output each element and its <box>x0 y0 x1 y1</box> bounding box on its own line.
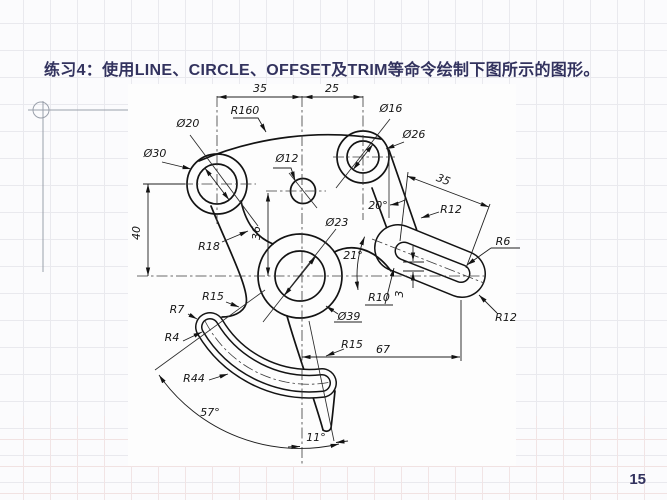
dim-label: 40 <box>130 226 143 240</box>
dim-label: Ø12 <box>275 152 299 165</box>
dim-label: Ø39 <box>337 310 361 323</box>
dim-label: R7 <box>170 303 185 316</box>
dim-label: 57° <box>200 406 220 419</box>
dim-label: R15 <box>202 290 224 303</box>
dim-label: 35 <box>434 171 452 188</box>
dim-label: R160 <box>231 104 260 117</box>
drafting-guide-lines <box>28 101 128 272</box>
dim-label: R12 <box>440 203 462 216</box>
dim-label: 11° <box>306 431 326 444</box>
dim-label: R4 <box>165 331 180 344</box>
dimension-annotations <box>143 94 520 450</box>
dim-label: Ø23 <box>325 216 349 229</box>
slide-title: 练习4：使用LINE、CIRCLE、OFFSET及TRIM等命令绘制下图所示的图… <box>44 62 600 79</box>
dim-label: Ø20 <box>176 117 200 130</box>
dim-label: 3 <box>393 291 406 298</box>
dim-label: R6 <box>496 235 511 248</box>
dim-label: R15 <box>341 338 363 351</box>
dim-label: R10 <box>368 291 390 304</box>
dim-label: Ø26 <box>402 128 426 141</box>
dim-label: Ø16 <box>379 102 403 115</box>
part-outline <box>186 130 486 433</box>
dim-label: 36 <box>250 226 263 240</box>
dim-label: 67 <box>376 343 390 356</box>
dim-label: 21° <box>343 249 363 262</box>
dim-label: Ø30 <box>143 147 167 160</box>
dimension-labels: 35 25 R160 Ø20 Ø30 Ø12 Ø16 Ø26 35 20° R1… <box>130 82 517 444</box>
dim-label: 35 <box>253 82 267 95</box>
dim-label: R18 <box>198 240 220 253</box>
dim-label: R12 <box>495 311 517 324</box>
dim-label: R44 <box>183 372 205 385</box>
dim-label: 20° <box>368 199 388 212</box>
page-number: 15 <box>629 471 646 488</box>
dim-label: 25 <box>325 82 339 95</box>
